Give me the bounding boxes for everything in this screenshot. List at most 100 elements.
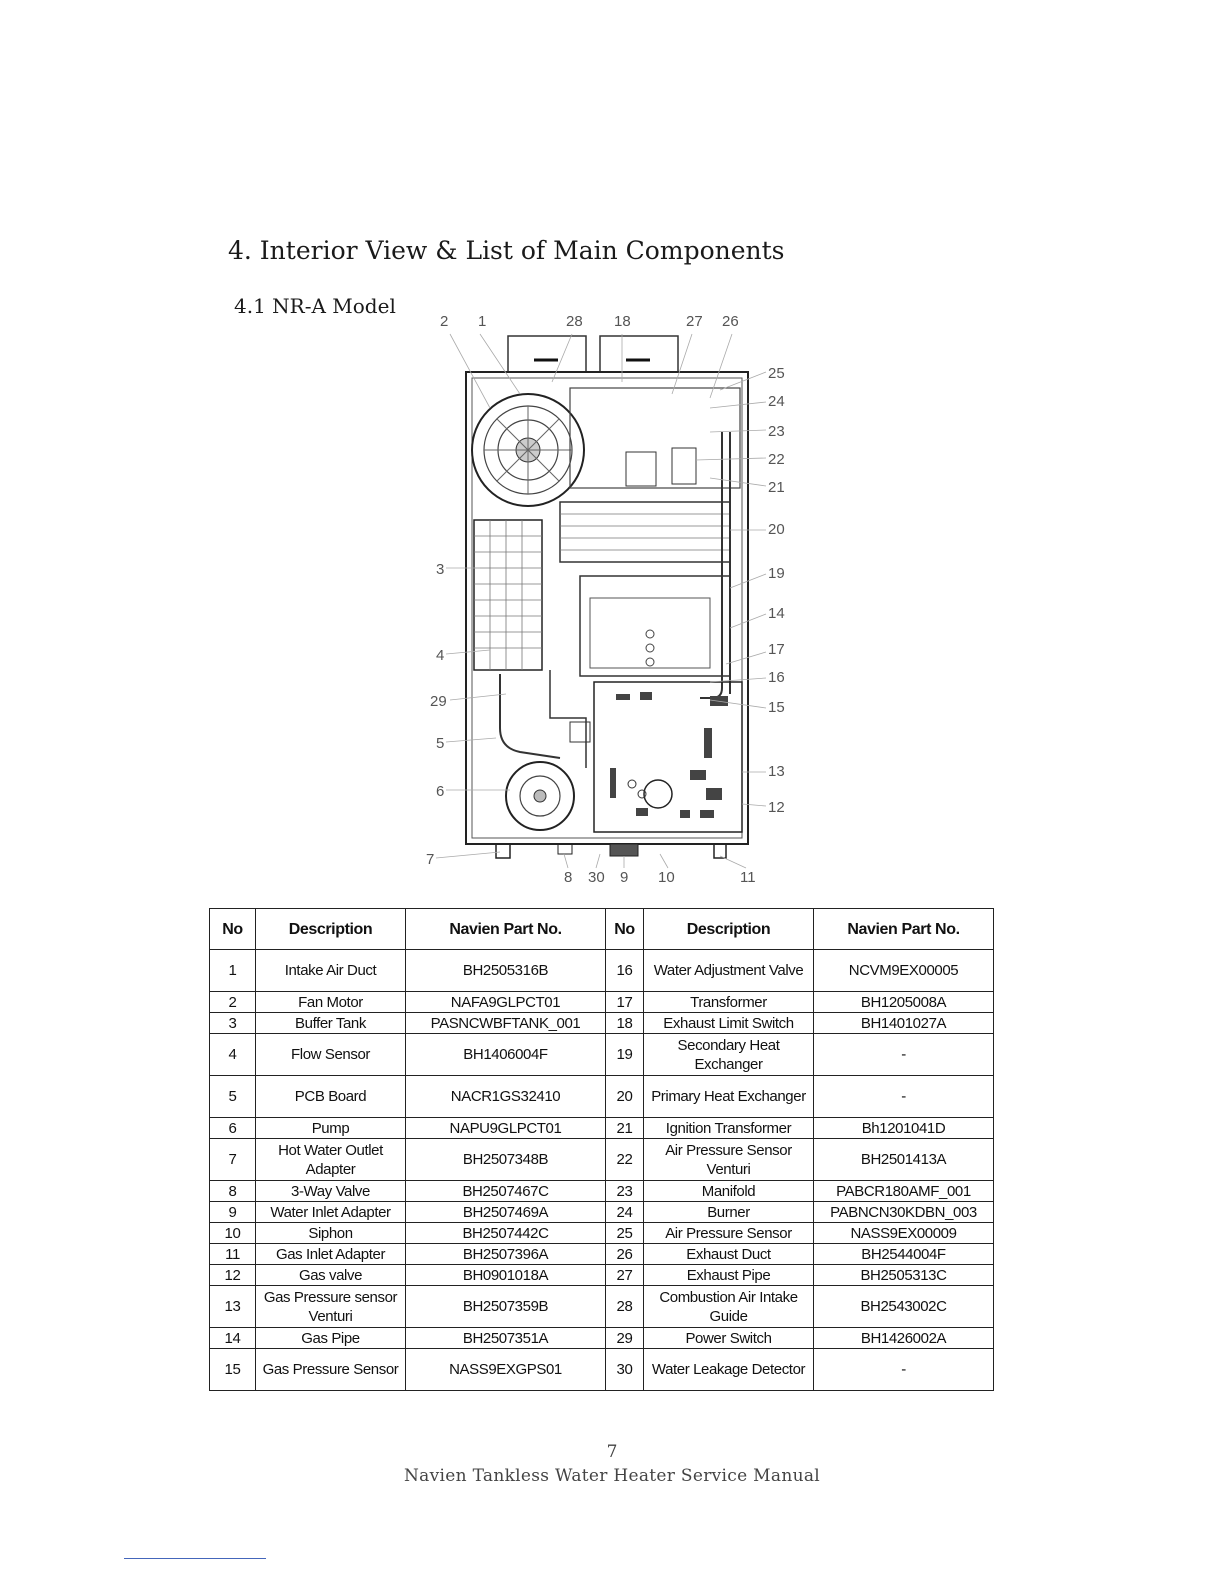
item-number: 27 [605, 1264, 644, 1286]
callout-label: 9 [620, 869, 628, 886]
item-number: 8 [209, 1180, 256, 1202]
callout-label: 17 [768, 641, 785, 658]
callout-label: 8 [564, 869, 572, 886]
footnote-divider [124, 1558, 266, 1559]
item-part-number: BH1426002A [813, 1327, 994, 1349]
manual-title: Navien Tankless Water Heater Service Man… [404, 1466, 820, 1486]
item-number: 28 [605, 1285, 644, 1328]
item-description: Exhaust Pipe [643, 1264, 814, 1286]
column-header: No [605, 908, 644, 950]
item-description: Burner [643, 1201, 814, 1223]
item-description: Transformer [643, 991, 814, 1013]
item-description: Gas Inlet Adapter [255, 1243, 406, 1265]
item-part-number: BH0901018A [405, 1264, 606, 1286]
callout-label: 23 [768, 423, 785, 440]
callout-label: 19 [768, 565, 785, 582]
model-subheading: 4.1 NR-A Model [234, 294, 396, 318]
item-number: 24 [605, 1201, 644, 1223]
item-part-number: BH2507442C [405, 1222, 606, 1244]
item-number: 2 [209, 991, 256, 1013]
item-description: Water Adjustment Valve [643, 949, 814, 992]
item-part-number: BH2507348B [405, 1138, 606, 1181]
item-part-number: BH1406004F [405, 1033, 606, 1076]
callout-label: 29 [430, 693, 447, 710]
callout-label: 16 [768, 669, 785, 686]
column-header: No [209, 908, 256, 950]
item-part-number: BH2507359B [405, 1285, 606, 1328]
item-part-number: BH2544004F [813, 1243, 994, 1265]
callout-label: 30 [588, 869, 605, 886]
callout-label: 15 [768, 699, 785, 716]
item-description: Gas Pressure Sensor [255, 1348, 406, 1391]
callout-label: 11 [740, 869, 756, 886]
callout-label: 12 [768, 799, 785, 816]
item-number: 10 [209, 1222, 256, 1244]
callout-label: 5 [436, 735, 444, 752]
item-part-number: - [813, 1348, 994, 1391]
item-number: 13 [209, 1285, 256, 1328]
callout-label: 27 [686, 313, 703, 330]
item-number: 1 [209, 949, 256, 992]
callout-label: 21 [768, 479, 785, 496]
callout-label: 7 [426, 851, 434, 868]
item-number: 30 [605, 1348, 644, 1391]
callout-label: 14 [768, 605, 785, 622]
item-number: 4 [209, 1033, 256, 1076]
item-description: Buffer Tank [255, 1012, 406, 1034]
interior-view-diagram: 2 1 28 18 27 26 3 4 29 5 6 7 25 24 23 22… [410, 298, 790, 896]
item-number: 29 [605, 1327, 644, 1349]
column-header: Description [643, 908, 814, 950]
column-header: Description [255, 908, 406, 950]
callout-label: 3 [436, 561, 444, 578]
callout-label: 18 [614, 313, 631, 330]
item-description: Gas Pressure sensor Venturi [255, 1285, 406, 1328]
item-number: 14 [209, 1327, 256, 1349]
item-part-number: BH2507351A [405, 1327, 606, 1349]
callout-label: 26 [722, 313, 739, 330]
item-description: Combustion Air Intake Guide [643, 1285, 814, 1328]
item-description: Siphon [255, 1222, 406, 1244]
page-number: 7 [606, 1442, 618, 1462]
item-description: Air Pressure Sensor Venturi [643, 1138, 814, 1181]
item-description: Hot Water Outlet Adapter [255, 1138, 406, 1181]
table-header-row: No Description Navien Part No. No Descri… [209, 908, 994, 950]
column-header: Navien Part No. [405, 908, 606, 950]
item-part-number: PASNCWBFTANK_001 [405, 1012, 606, 1034]
item-description: Manifold [643, 1180, 814, 1202]
item-description: Gas Pipe [255, 1327, 406, 1349]
item-part-number: - [813, 1033, 994, 1076]
item-part-number: NASS9EX00009 [813, 1222, 994, 1244]
callout-label: 22 [768, 451, 785, 468]
item-part-number: BH2505316B [405, 949, 606, 992]
item-number: 6 [209, 1117, 256, 1139]
item-number: 15 [209, 1348, 256, 1391]
item-description: 3-Way Valve [255, 1180, 406, 1202]
callout-label: 4 [436, 647, 444, 664]
item-description: Primary Heat Exchanger [643, 1075, 814, 1118]
item-number: 23 [605, 1180, 644, 1202]
callout-label: 6 [436, 783, 444, 800]
item-description: Gas valve [255, 1264, 406, 1286]
item-part-number: NAPU9GLPCT01 [405, 1117, 606, 1139]
item-number: 22 [605, 1138, 644, 1181]
item-description: Exhaust Duct [643, 1243, 814, 1265]
item-part-number: NASS9EXGPS01 [405, 1348, 606, 1391]
item-number: 7 [209, 1138, 256, 1181]
item-part-number: BH2505313C [813, 1264, 994, 1286]
item-part-number: Bh1201041D [813, 1117, 994, 1139]
section-heading: 4. Interior View & List of Main Componen… [228, 236, 785, 265]
item-description: Ignition Transformer [643, 1117, 814, 1139]
item-part-number: BH1401027A [813, 1012, 994, 1034]
item-description: Water Leakage Detector [643, 1348, 814, 1391]
